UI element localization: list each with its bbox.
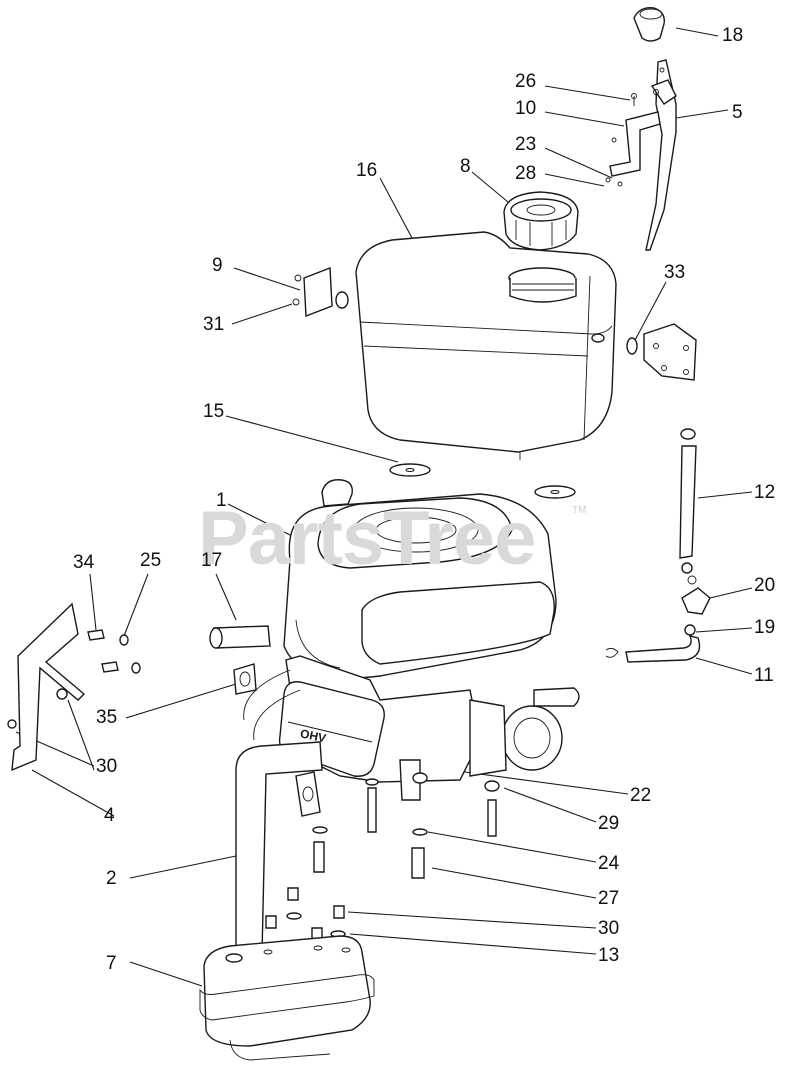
callout-19: 19 [754, 617, 776, 638]
part-34-bolts [7, 629, 141, 729]
callout-27: 27 [598, 888, 620, 909]
part-5-lever [645, 59, 677, 251]
callout-31: 31 [203, 314, 225, 335]
part-4-shield-bracket [11, 602, 86, 772]
callout-30-right: 30 [598, 918, 620, 939]
part-1-engine [283, 479, 557, 679]
callout-17: 17 [201, 550, 223, 571]
callout-16: 16 [356, 160, 378, 181]
callout-20: 20 [754, 575, 776, 596]
part-11-fuel-hose [605, 624, 701, 663]
part-17-dipstick-tube [209, 625, 271, 649]
callout-29: 29 [598, 813, 620, 834]
part-35-gasket [233, 663, 257, 695]
part-8-fuel-cap [503, 191, 579, 251]
callout-11: 11 [754, 665, 774, 686]
callout-1: 1 [216, 490, 227, 511]
callout-23: 23 [515, 134, 537, 155]
watermark: PartsTree [198, 496, 536, 581]
part-9-left-mount [292, 267, 349, 317]
callout-2: 2 [106, 868, 117, 889]
callout-25: 25 [140, 550, 162, 571]
callout-33: 33 [664, 262, 686, 283]
callout-24: 24 [598, 853, 620, 874]
leader-lines [15, 27, 753, 987]
hardware-cluster [265, 772, 500, 941]
part-18-knob [633, 7, 665, 42]
callout-8: 8 [460, 156, 471, 177]
callout-12: 12 [754, 482, 776, 503]
callout-5: 5 [732, 102, 743, 123]
engine-lower-assembly: OHV [243, 655, 580, 801]
part-10-bracket [605, 89, 661, 187]
engine-badge-ohv: OHV [299, 726, 327, 745]
callout-28: 28 [515, 163, 537, 184]
part-16-fuel-tank [355, 231, 617, 460]
callout-35: 35 [96, 707, 118, 728]
callout-18: 18 [722, 25, 744, 46]
callout-30-left: 30 [96, 756, 118, 777]
part-7-muffler [199, 935, 375, 1061]
watermark-trademark: TM [572, 505, 587, 516]
part-20-fuel-filter [681, 575, 711, 615]
callout-34: 34 [73, 552, 95, 573]
callout-26: 26 [515, 71, 537, 92]
callout-15: 15 [203, 401, 225, 422]
part-12-fuel-line [679, 428, 697, 574]
callout-7: 7 [106, 953, 117, 974]
callout-10: 10 [515, 98, 537, 119]
part-15-washers [389, 463, 576, 499]
callout-9: 9 [212, 255, 223, 276]
part-2-exhaust-pipe [235, 741, 323, 955]
part-33-right-bracket [626, 323, 697, 381]
callout-22: 22 [630, 785, 652, 806]
callout-13: 13 [598, 945, 620, 966]
callout-4: 4 [104, 805, 115, 826]
